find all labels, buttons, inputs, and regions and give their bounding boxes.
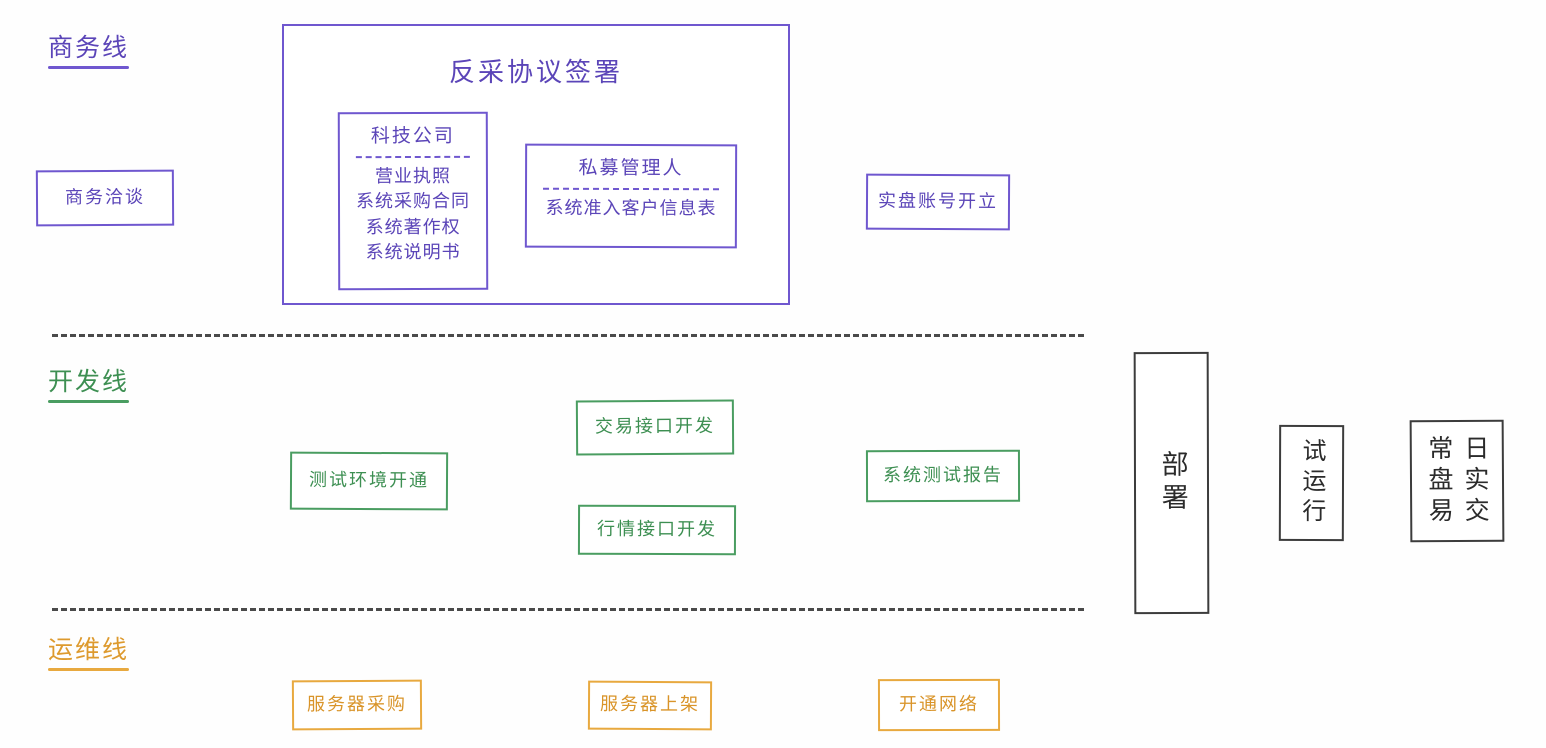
lane-title-operation: 运维线	[48, 630, 130, 675]
node-daily-live-trading-col-right: 日实交	[1460, 434, 1491, 528]
node-trial-run-label: 试运行	[1297, 437, 1327, 529]
lane-divider-business-develop	[52, 334, 1084, 337]
node-system-test-report-label: 系统测试报告	[882, 464, 1004, 487]
lane-underline-develop	[48, 400, 130, 403]
node-server-rack-install[interactable]: 服务器上架	[587, 680, 713, 731]
card-fund-manager[interactable]: 私募管理人 系统准入客户信息表	[524, 143, 738, 249]
card-tech-company-heading: 科技公司	[370, 124, 455, 148]
node-deployment[interactable]: 部署	[1133, 351, 1210, 615]
node-business-negotiation[interactable]: 商务洽谈	[35, 169, 175, 227]
card-tech-company-divider	[355, 155, 470, 158]
node-live-account-opening[interactable]: 实盘账号开立	[865, 173, 1011, 231]
node-deployment-label: 部署	[1156, 449, 1188, 517]
node-live-account-opening-label: 实盘账号开立	[877, 190, 999, 213]
node-market-interface-dev-label: 行情接口开发	[596, 518, 718, 541]
card-fund-manager-item: 系统准入客户信息表	[545, 197, 717, 219]
card-fund-manager-heading: 私募管理人	[578, 156, 684, 180]
node-server-procurement-label: 服务器采购	[306, 693, 408, 716]
node-network-setup[interactable]: 开通网络	[877, 678, 1001, 732]
node-server-procurement[interactable]: 服务器采购	[291, 679, 423, 731]
node-daily-live-trading-label: 日实交 常盘易	[1421, 434, 1494, 527]
card-tech-company[interactable]: 科技公司 营业执照 系统采购合同 系统著作权 系统说明书	[337, 111, 489, 291]
node-server-rack-install-label: 服务器上架	[599, 694, 701, 716]
node-trading-interface-dev-label: 交易接口开发	[594, 415, 716, 438]
lane-title-business: 商务线	[48, 28, 130, 73]
lane-title-develop-text: 开发线	[48, 367, 130, 396]
card-tech-company-item: 系统说明书	[365, 242, 461, 264]
node-network-setup-label: 开通网络	[898, 693, 980, 715]
card-tech-company-item: 系统采购合同	[355, 190, 471, 213]
agreement-signing-container[interactable]: 反采协议签署 科技公司 营业执照 系统采购合同 系统著作权 系统说明书 私募管理…	[282, 24, 790, 305]
node-trading-interface-dev[interactable]: 交易接口开发	[575, 399, 735, 456]
card-tech-company-item: 营业执照	[374, 165, 451, 187]
lane-title-develop: 开发线	[48, 362, 130, 407]
node-trial-run[interactable]: 试运行	[1278, 424, 1345, 542]
lane-title-business-text: 商务线	[48, 33, 130, 62]
agreement-signing-title: 反采协议签署	[448, 58, 623, 88]
lane-divider-develop-operation	[52, 608, 1084, 611]
node-business-negotiation-label: 商务洽谈	[64, 186, 146, 209]
card-tech-company-item: 系统著作权	[365, 216, 461, 238]
node-market-interface-dev[interactable]: 行情接口开发	[577, 504, 737, 556]
lane-title-operation-text: 运维线	[48, 635, 130, 664]
card-fund-manager-divider	[543, 187, 720, 190]
lane-underline-business	[48, 66, 130, 69]
lane-underline-operation	[48, 668, 130, 671]
node-daily-live-trading[interactable]: 日实交 常盘易	[1409, 419, 1505, 543]
node-daily-live-trading-col-left: 常盘易	[1424, 434, 1455, 528]
node-system-test-report[interactable]: 系统测试报告	[865, 449, 1021, 503]
node-test-environment-setup[interactable]: 测试环境开通	[289, 451, 449, 511]
node-test-environment-setup-label: 测试环境开通	[308, 469, 430, 492]
